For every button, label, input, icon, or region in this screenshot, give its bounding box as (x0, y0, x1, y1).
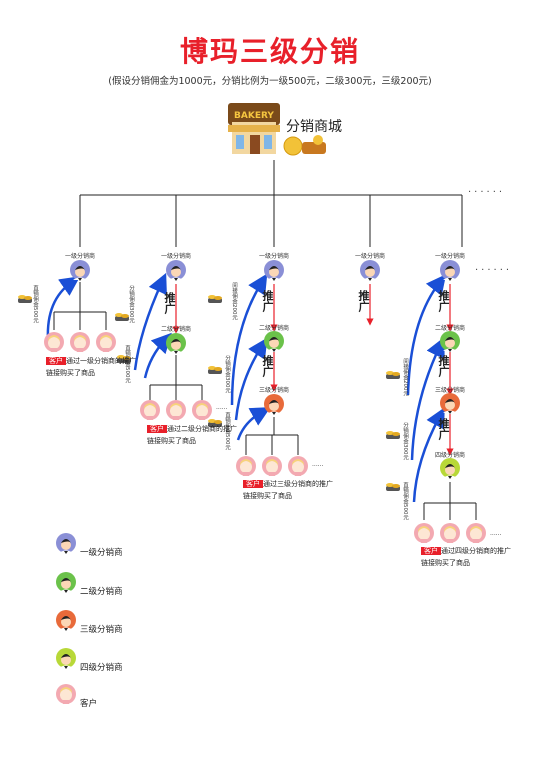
legend-level3: 三级分销商 (80, 625, 123, 635)
promote-label: 推广 (437, 355, 450, 377)
ellipsis-small: ...... (312, 461, 324, 468)
bakery-shop-icon: BAKERY (228, 103, 280, 154)
commission-label: 直销佣金500元 (32, 285, 38, 323)
commission-label: 间接佣金200元 (231, 282, 237, 320)
page-title: 博玛三级分销 (179, 35, 360, 68)
customer-tag: 客户 (421, 547, 441, 555)
level1-label: 一级分销商 (259, 253, 290, 260)
level2-label: 二级分销商 (161, 326, 192, 333)
level3-label: 三级分销商 (259, 387, 290, 394)
ellipsis-right: ...... (475, 262, 513, 273)
level2-label: 二级分销商 (435, 325, 466, 332)
note-text: 通过三级分销商的推广链接购买了商品 (243, 480, 333, 500)
promote-label: 推广 (437, 418, 450, 440)
customer-note-2: 客户通过二级分销商的推广链接购买了商品 (147, 423, 237, 447)
customer-note-4: 客户通过四级分销商的推广链接购买了商品 (421, 545, 511, 569)
customer-tag: 客户 (46, 357, 66, 365)
coin-icons (18, 295, 400, 491)
customer-note-1: 客户通过一级分销商的推广链接购买了商品 (46, 355, 136, 379)
customer-tag: 客户 (243, 480, 263, 488)
page-subtitle: (假设分销佣金为1000元，分销比例为一级500元，二级300元，三级200元) (108, 76, 432, 87)
ellipsis-small: ...... (490, 530, 502, 537)
commission-label: 分销佣金300元 (402, 422, 408, 460)
customer-tag: 客户 (147, 425, 167, 433)
note-text: 通过四级分销商的推广链接购买了商品 (421, 547, 511, 567)
level1-label: 一级分销商 (435, 253, 466, 260)
commission-label: 分销佣金300元 (128, 285, 134, 323)
level4-label: 四级分销商 (435, 452, 466, 459)
promote-arrows (172, 284, 454, 456)
promote-label: 推广 (261, 355, 274, 377)
ellipsis-top: ...... (468, 184, 506, 195)
tree-connectors (53, 160, 477, 520)
commission-label: 直销佣金500元 (402, 482, 408, 520)
promote-label: 推广 (357, 290, 370, 312)
customer-note-3: 客户通过三级分销商的推广链接购买了商品 (243, 478, 333, 502)
commission-label: 直销佣金500元 (124, 345, 130, 383)
promote-label: 推广 (437, 290, 450, 312)
note-text: 通过一级分销商的推广链接购买了商品 (46, 357, 136, 377)
commission-arrows (46, 272, 447, 503)
commission-label: 直销佣金500元 (224, 412, 230, 450)
legend-icons (56, 533, 76, 704)
bakery-sign: BAKERY (234, 111, 274, 121)
commission-label: 分销佣金300元 (224, 355, 230, 393)
legend-customer: 客户 (80, 699, 98, 709)
level3-label: 三级分销商 (435, 387, 466, 394)
level2-label: 二级分销商 (259, 325, 290, 332)
promote-label: 推广 (163, 292, 176, 314)
level1-label: 一级分销商 (65, 253, 96, 260)
note-text: 通过二级分销商的推广链接购买了商品 (147, 425, 237, 445)
legend-level2: 二级分销商 (80, 587, 123, 597)
mall-label: 分销商城 (286, 119, 342, 135)
commission-label: 间接佣金200元 (402, 358, 408, 396)
level1-label: 一级分销商 (161, 253, 192, 260)
coin-stack-icon (283, 135, 326, 156)
ellipsis-small: ...... (216, 404, 228, 411)
legend-level4: 四级分销商 (80, 663, 123, 673)
level1-label: 一级分销商 (355, 253, 386, 260)
promote-label: 推广 (261, 290, 274, 312)
legend-level1: 一级分销商 (80, 548, 123, 558)
